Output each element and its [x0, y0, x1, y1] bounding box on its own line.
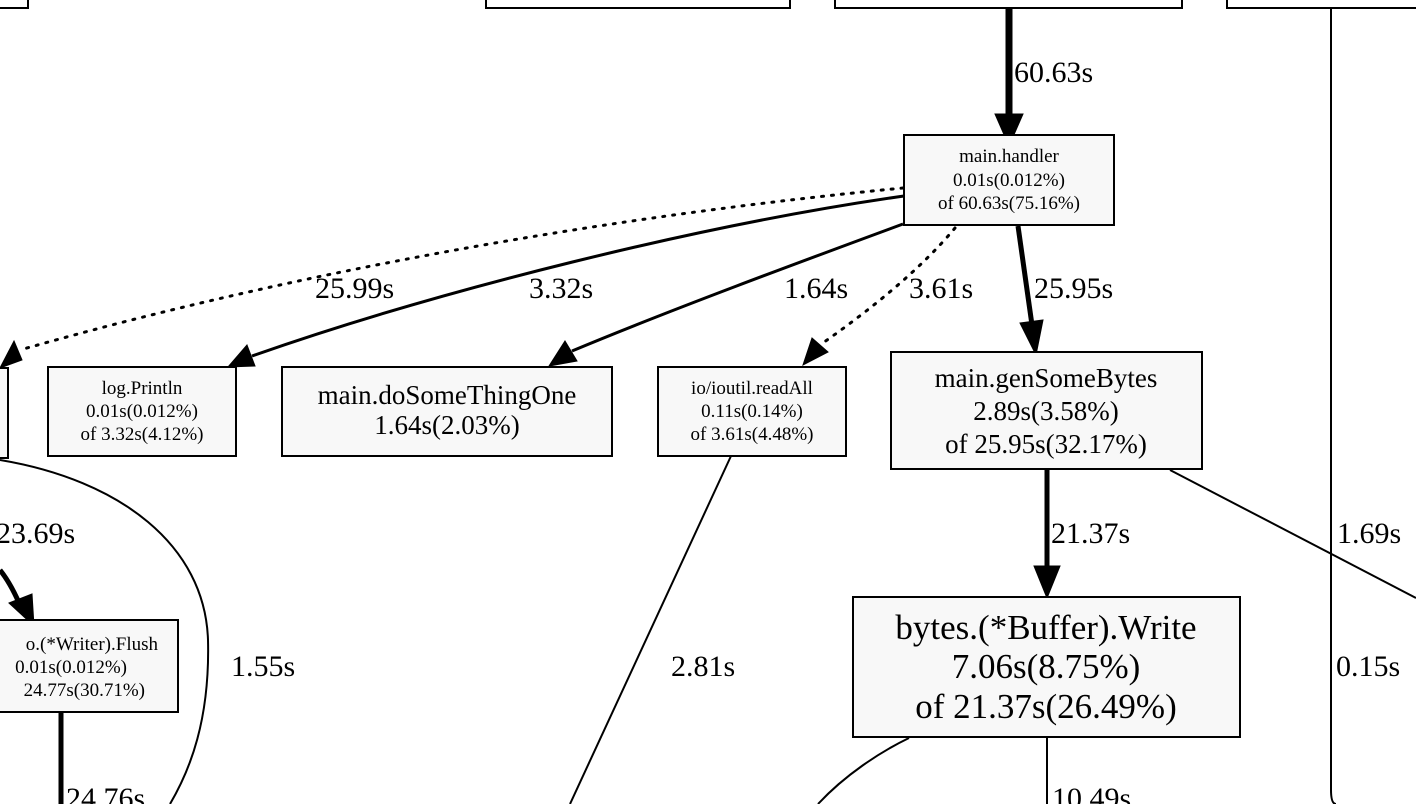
- node-cum: of 25.95s(32.17%): [945, 429, 1147, 459]
- node-main-gensomebytes[interactable]: main.genSomeBytes 2.89s(3.58%) of 25.95s…: [890, 351, 1203, 470]
- node-partial-top-mid[interactable]: [485, 0, 791, 9]
- node-flat: 7.06s(8.75%): [952, 647, 1141, 686]
- node-name: main.doSomeThingOne: [318, 380, 577, 410]
- edge-label-into-handler: 60.63s: [1014, 56, 1093, 89]
- edge-label-left-flush: 23.69s: [0, 517, 75, 550]
- arrowhead: [1033, 565, 1061, 600]
- edge-label-left-155: 1.55s: [231, 650, 295, 683]
- edge-label-right-015: 0.15s: [1336, 650, 1400, 683]
- edge-handler-println: [251, 194, 905, 358]
- arrowhead: [994, 113, 1024, 148]
- edge-label-handler-left: 25.99s: [315, 272, 394, 305]
- edge-handler-dosomethingone: [571, 222, 904, 353]
- node-name: main.genSomeBytes: [935, 363, 1158, 393]
- node-flat: 1.64s(2.03%): [374, 410, 519, 440]
- arrowhead: [8, 593, 35, 628]
- node-cum: of 3.32s(4.12%): [81, 424, 204, 445]
- node-cum: of 3.61s(4.48%): [691, 424, 814, 445]
- node-name: main.handler: [959, 146, 1059, 167]
- arrowhead: [226, 344, 256, 368]
- node-cum: of 60.63s(75.16%): [938, 193, 1080, 214]
- edge-label-handler-gensome: 25.95s: [1034, 272, 1113, 305]
- node-name: bytes.(*Buffer).Write: [895, 608, 1196, 647]
- edge-write-curve: [817, 737, 910, 804]
- edge-label-right-169: 1.69s: [1337, 517, 1401, 550]
- node-flat: 2.89s(3.58%): [973, 396, 1118, 426]
- edge-label-handler-println: 3.32s: [529, 272, 593, 305]
- node-name: log.Println: [102, 378, 183, 399]
- edge-handler-readall-dotted: [818, 226, 957, 347]
- edge-label-handler-dosomething: 1.64s: [784, 272, 848, 305]
- edge-label-handler-readall: 3.61s: [909, 272, 973, 305]
- node-cum: 24.77s(30.71%): [24, 680, 145, 701]
- edge-label-write-down: 10.49s: [1052, 782, 1131, 804]
- edge-curve-155: [0, 459, 210, 804]
- node-log-println[interactable]: log.Println 0.01s(0.012%) of 3.32s(4.12%…: [47, 366, 237, 457]
- edge-gensomebytes-right: [1169, 469, 1416, 599]
- node-flat: 0.11s(0.14%): [701, 401, 803, 422]
- arrowhead: [1019, 319, 1044, 357]
- node-cum: of 21.37s(26.49%): [915, 687, 1177, 726]
- edge-label-gensome-write: 21.37s: [1051, 517, 1130, 550]
- node-flat: 0.01s(0.012%): [86, 401, 198, 422]
- node-main-handler[interactable]: main.handler 0.01s(0.012%) of 60.63s(75.…: [903, 134, 1115, 226]
- node-flat: 0.01s(0.012%): [15, 657, 127, 678]
- node-ioutil-readall[interactable]: io/ioutil.readAll 0.11s(0.14%) of 3.61s(…: [657, 366, 847, 457]
- node-main-dosomethingone[interactable]: main.doSomeThingOne 1.64s(2.03%): [281, 366, 613, 457]
- edge-far-right-vertical: [1330, 9, 1337, 804]
- edge-readall-down: [569, 455, 732, 804]
- arrowhead: [802, 337, 829, 367]
- node-partial-top-far-right[interactable]: [1226, 0, 1416, 9]
- node-flat: 0.01s(0.012%): [953, 170, 1065, 191]
- node-partial-top-left[interactable]: [0, 0, 29, 9]
- node-buffer-write[interactable]: bytes.(*Buffer).Write 7.06s(8.75%) of 21…: [852, 596, 1241, 738]
- edge-handler-gensomebytes: [1015, 225, 1035, 326]
- node-name: io/ioutil.readAll: [691, 378, 813, 399]
- node-name: o.(*Writer).Flush: [26, 634, 159, 655]
- edge-handler-left-dotted: [18, 186, 905, 352]
- edge-label-flush-down: 24.76s: [66, 782, 145, 804]
- arrowhead: [547, 340, 578, 367]
- node-partial-left[interactable]: [0, 367, 9, 459]
- node-writer-flush[interactable]: o.(*Writer).Flush 0.01s(0.012%) 24.77s(3…: [0, 619, 179, 713]
- node-partial-top-right[interactable]: [834, 0, 1183, 9]
- edge-label-readall-down: 2.81s: [671, 650, 735, 683]
- arrowhead: [0, 339, 23, 369]
